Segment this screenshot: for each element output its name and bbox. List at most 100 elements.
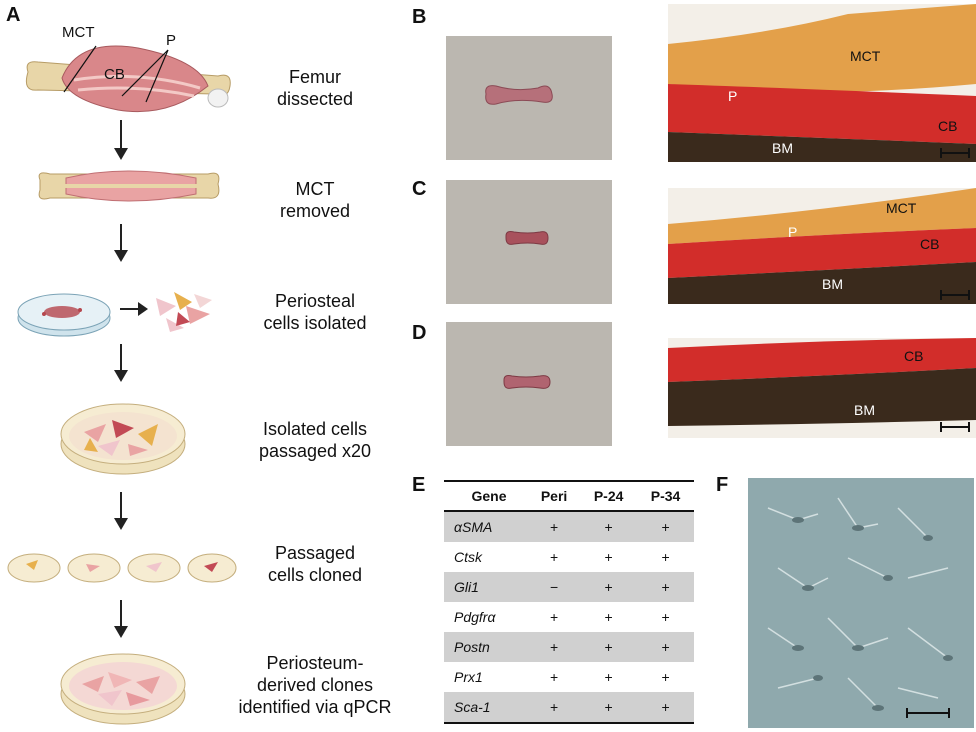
panel-label-c: C: [412, 178, 427, 200]
scale-bar: [940, 422, 970, 432]
table-header-gene: Gene: [471, 488, 507, 504]
step-6-line-3: identified via qPCR: [238, 697, 392, 717]
scale-bar: [940, 148, 970, 158]
expr-cell: +: [527, 632, 581, 662]
step-5-label: Passaged cells cloned: [230, 542, 400, 586]
step-3-line-1: Periosteal: [274, 291, 356, 311]
panel-b-femur-photo: [446, 36, 612, 160]
table-header-p34: P-34: [650, 488, 681, 504]
step-1-line-2: dissected: [276, 89, 354, 109]
table-row: αSMA+++: [444, 511, 694, 542]
step-1-line-1: Femur: [288, 67, 341, 87]
panel-d-femur-photo: [446, 322, 612, 446]
expr-cell: +: [637, 632, 694, 662]
step-2-line-1: MCT: [295, 179, 335, 199]
expr-cell: +: [637, 572, 694, 602]
femur-label-cb: CB: [104, 66, 125, 83]
expr-cell: +: [527, 692, 581, 723]
table-row: Pdgfrα + + +: [444, 602, 694, 632]
histo-c-label-mct: MCT: [886, 200, 917, 216]
arrowhead-icon: [138, 302, 148, 316]
femur-with-muscle-illustration: [25, 45, 231, 113]
clone-dish-illustration: [60, 653, 186, 725]
panel-label-a: A: [6, 4, 21, 26]
expr-cell: +: [604, 669, 613, 685]
panel-f-cell-culture-micrograph: [748, 478, 974, 728]
step-4-line-2: passaged x20: [258, 441, 372, 461]
femur-mct-removed-illustration: [38, 170, 220, 202]
histo-d-label-bm: BM: [854, 402, 875, 418]
step-2-line-2: removed: [279, 201, 351, 221]
cloned-cells-dishes-illustration: [7, 553, 237, 583]
histo-c-label-cb: CB: [920, 236, 940, 252]
step-6-line-2: derived clones: [256, 675, 374, 695]
expr-cell: +: [637, 692, 694, 723]
panel-c-femur-photo: [446, 180, 612, 304]
panel-d-histology: CB BM: [668, 338, 976, 438]
expr-cell: +: [661, 549, 670, 565]
table-row: Postn+++: [444, 632, 694, 662]
histo-b-label-cb: CB: [938, 118, 958, 134]
table-header-peri: Peri: [540, 488, 568, 504]
down-arrow-icon: [114, 492, 128, 530]
petri-dish-tissue-illustration: [17, 293, 111, 337]
step-5-line-2: cells cloned: [267, 565, 363, 585]
step-5-line-1: Passaged: [274, 543, 356, 563]
step-6-label: Periosteum- derived clones identified vi…: [230, 652, 400, 718]
expr-cell: +: [637, 511, 694, 542]
panel-b-histology: MCT P CB BM: [668, 4, 976, 162]
expr-cell: +: [580, 692, 638, 723]
gene-cell: Pdgfrα: [454, 609, 496, 625]
table-row: Ctsk + + +: [444, 542, 694, 572]
table-row: Gli1−++: [444, 572, 694, 602]
histo-c-label-p: P: [788, 224, 798, 240]
femur-label-mct: MCT: [62, 24, 95, 41]
gene-cell: Postn: [444, 632, 528, 662]
histo-c-label-bm: BM: [822, 276, 843, 292]
panel-c-histology: MCT P CB BM: [668, 188, 976, 304]
femur-label-p: P: [166, 32, 177, 49]
panel-label-d: D: [412, 322, 427, 344]
step-4-label: Isolated cells passaged x20: [230, 418, 400, 462]
expr-cell: +: [604, 549, 613, 565]
expr-cell: +: [549, 669, 559, 685]
expr-cell: +: [549, 609, 559, 625]
histo-b-label-p: P: [728, 88, 738, 104]
gene-cell: Ctsk: [454, 549, 482, 565]
scale-bar: [940, 290, 970, 300]
right-arrow-icon: [120, 308, 142, 310]
step-4-line-1: Isolated cells: [262, 419, 368, 439]
step-2-label: MCT removed: [230, 178, 400, 222]
expr-cell: −: [527, 572, 581, 602]
down-arrow-icon: [114, 120, 128, 160]
scale-bar: [906, 708, 950, 718]
histo-b-label-mct: MCT: [850, 48, 881, 64]
isolated-cells-illustration: [156, 292, 212, 332]
histo-d-label-cb: CB: [904, 348, 924, 364]
expr-cell: +: [604, 609, 613, 625]
panel-label-f: F: [716, 474, 729, 496]
gene-cell: Sca-1: [444, 692, 528, 723]
expr-cell: +: [527, 511, 581, 542]
table-row: Prx1+++: [444, 662, 694, 692]
panel-label-e: E: [412, 474, 426, 496]
gene-cell: αSMA: [444, 511, 528, 542]
table-row: Sca-1+++: [444, 692, 694, 723]
step-1-label: Femur dissected: [230, 66, 400, 110]
expr-cell: +: [580, 572, 638, 602]
panel-e-gene-table: Gene Peri P-24 P-34 αSMA+++ Ctsk+++ Gli1…: [444, 480, 694, 724]
expr-cell: +: [661, 609, 670, 625]
expr-cell: +: [580, 632, 638, 662]
table-header-p24: P-24: [593, 488, 624, 504]
step-6-line-1: Periosteum-: [266, 653, 364, 673]
down-arrow-icon: [114, 600, 128, 638]
step-3-label: Periosteal cells isolated: [230, 290, 400, 334]
histo-b-label-bm: BM: [772, 140, 793, 156]
down-arrow-icon: [114, 224, 128, 262]
gene-cell: Prx1: [454, 669, 483, 685]
expr-cell: +: [580, 511, 638, 542]
down-arrow-icon: [114, 344, 128, 382]
expr-cell: +: [549, 549, 559, 565]
panel-label-b: B: [412, 6, 427, 28]
gene-cell: Gli1: [444, 572, 528, 602]
